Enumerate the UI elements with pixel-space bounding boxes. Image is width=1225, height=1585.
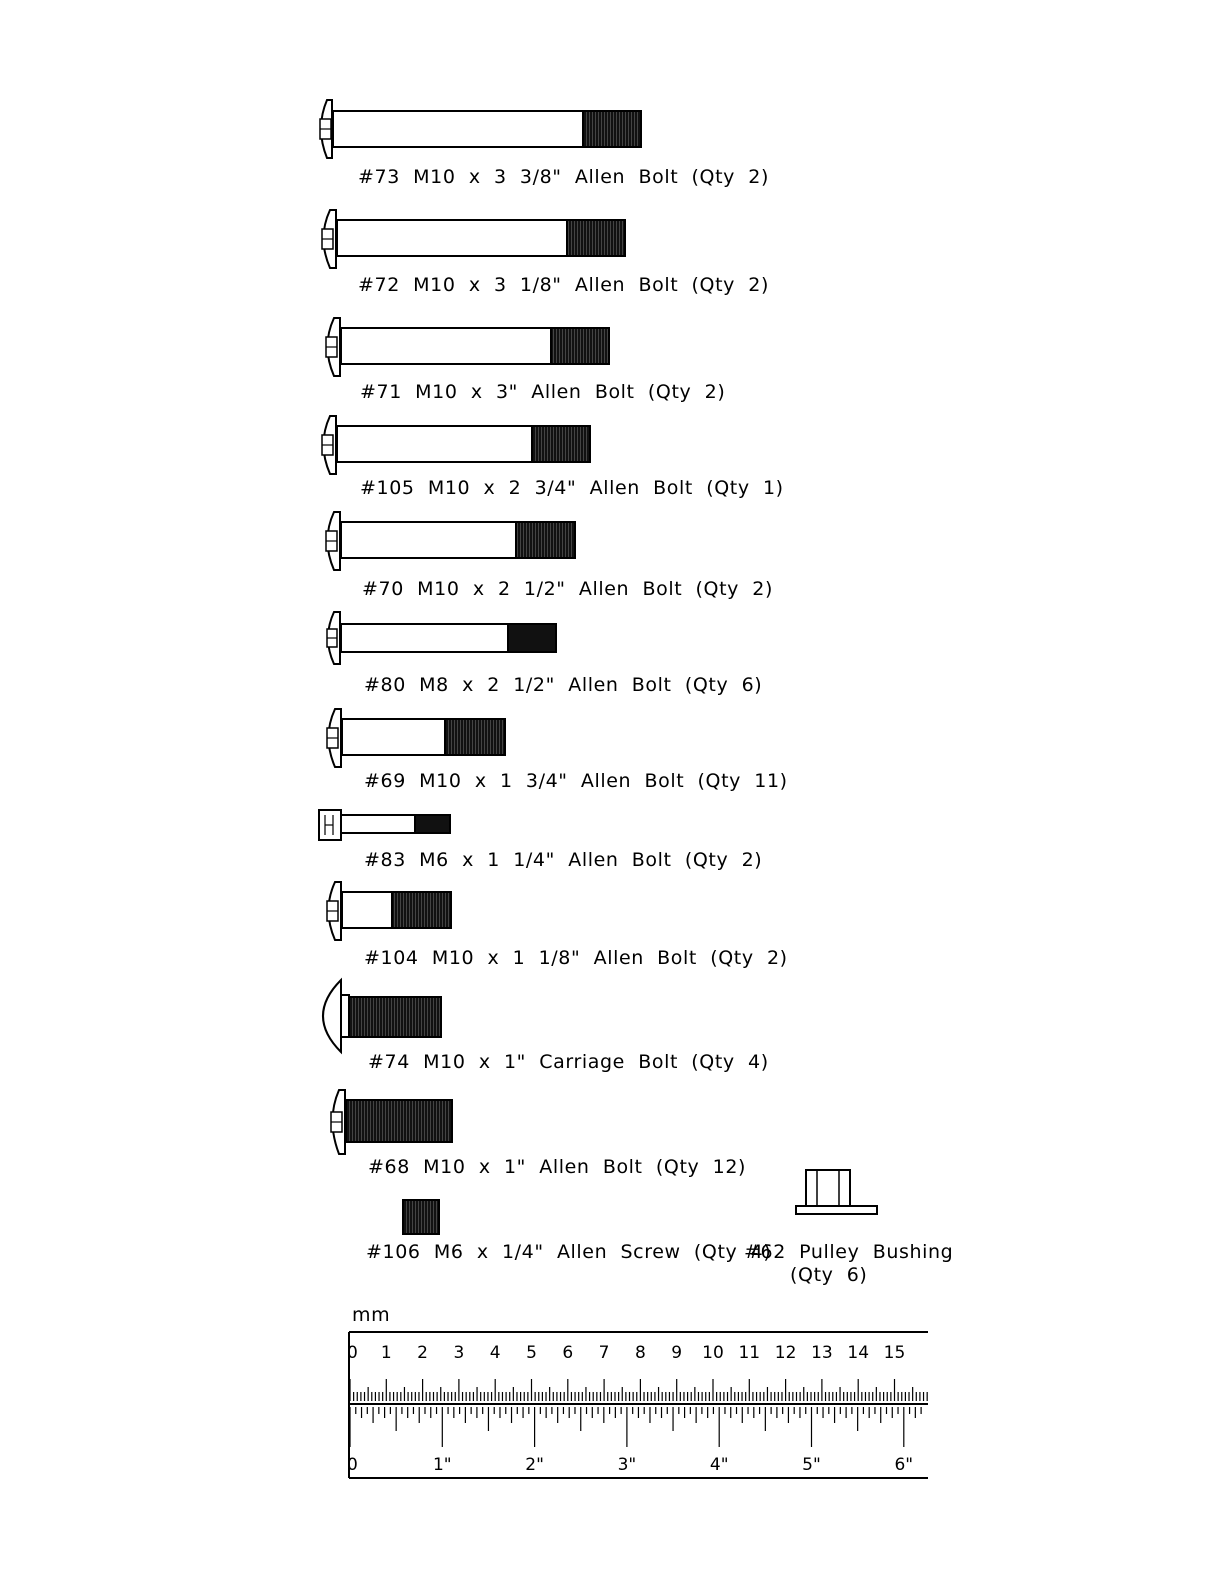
bolt-80-drawing <box>326 611 557 665</box>
cm-label: 5 <box>526 1343 537 1363</box>
bolt-69-drawing <box>326 708 506 768</box>
bushing-62-drawing <box>795 1169 878 1215</box>
cm-label: 14 <box>847 1343 869 1363</box>
inch-label: 5" <box>802 1455 821 1475</box>
part-69-label: #69 M10 x 1 3/4" Allen Bolt (Qty 11) <box>364 770 788 792</box>
cm-label: 8 <box>635 1343 646 1363</box>
bolt-74-drawing <box>322 977 442 1055</box>
cm-label: 13 <box>811 1343 833 1363</box>
cm-label: 6 <box>562 1343 573 1363</box>
bolt-105-drawing <box>321 415 591 475</box>
part-62-quantity: (Qty 6) <box>790 1264 868 1286</box>
part-83-label: #83 M6 x 1 1/4" Allen Bolt (Qty 2) <box>364 849 763 871</box>
bolt-68-drawing <box>330 1089 453 1155</box>
cm-label: 3 <box>453 1343 464 1363</box>
cm-label: 7 <box>599 1343 610 1363</box>
bolt-71-drawing <box>325 317 610 377</box>
cm-label: 15 <box>884 1343 906 1363</box>
bolt-72-drawing <box>321 209 626 269</box>
part-106-label: #106 M6 x 1/4" Allen Screw (Qty 4) <box>366 1241 772 1263</box>
cm-label: 1 <box>381 1343 392 1363</box>
part-72-label: #72 M10 x 3 1/8" Allen Bolt (Qty 2) <box>358 274 769 296</box>
part-68-label: #68 M10 x 1" Allen Bolt (Qty 12) <box>368 1156 747 1178</box>
part-80-label: #80 M8 x 2 1/2" Allen Bolt (Qty 6) <box>364 674 763 696</box>
bolt-104-drawing <box>326 881 452 941</box>
inch-label: 1" <box>433 1455 452 1475</box>
inch-label: 3" <box>618 1455 637 1475</box>
part-105-label: #105 M10 x 2 3/4" Allen Bolt (Qty 1) <box>360 477 784 499</box>
part-74-label: #74 M10 x 1" Carriage Bolt (Qty 4) <box>368 1051 769 1073</box>
cm-label: 9 <box>671 1343 682 1363</box>
inch-label: 6" <box>894 1455 913 1475</box>
cm-label: 11 <box>738 1343 760 1363</box>
cm-label: 4 <box>490 1343 501 1363</box>
part-104-label: #104 M10 x 1 1/8" Allen Bolt (Qty 2) <box>364 947 788 969</box>
inch-label: 2" <box>525 1455 544 1475</box>
cm-label: 10 <box>702 1343 724 1363</box>
bolt-70-drawing <box>325 511 576 571</box>
screw-106-drawing <box>402 1199 440 1235</box>
part-71-label: #71 M10 x 3" Allen Bolt (Qty 2) <box>360 381 726 403</box>
part-73-label: #73 M10 x 3 3/8" Allen Bolt (Qty 2) <box>358 166 769 188</box>
ruler-unit-label: mm <box>352 1304 391 1326</box>
inch-labels: 0 1" 2" 3" 4" 5" 6" <box>347 1455 913 1475</box>
part-62-label: #62 Pulley Bushing <box>744 1241 954 1263</box>
inch-ticks <box>349 1407 922 1447</box>
cm-label: 12 <box>775 1343 797 1363</box>
inch-label: 0 <box>347 1455 358 1475</box>
bolt-83-drawing <box>318 809 451 841</box>
part-70-label: #70 M10 x 2 1/2" Allen Bolt (Qty 2) <box>362 578 773 600</box>
cm-label: 0 <box>347 1343 358 1363</box>
inch-label: 4" <box>710 1455 729 1475</box>
cm-label: 2 <box>417 1343 428 1363</box>
bolt-73-drawing <box>319 99 642 159</box>
mm-ticks <box>349 1379 928 1401</box>
